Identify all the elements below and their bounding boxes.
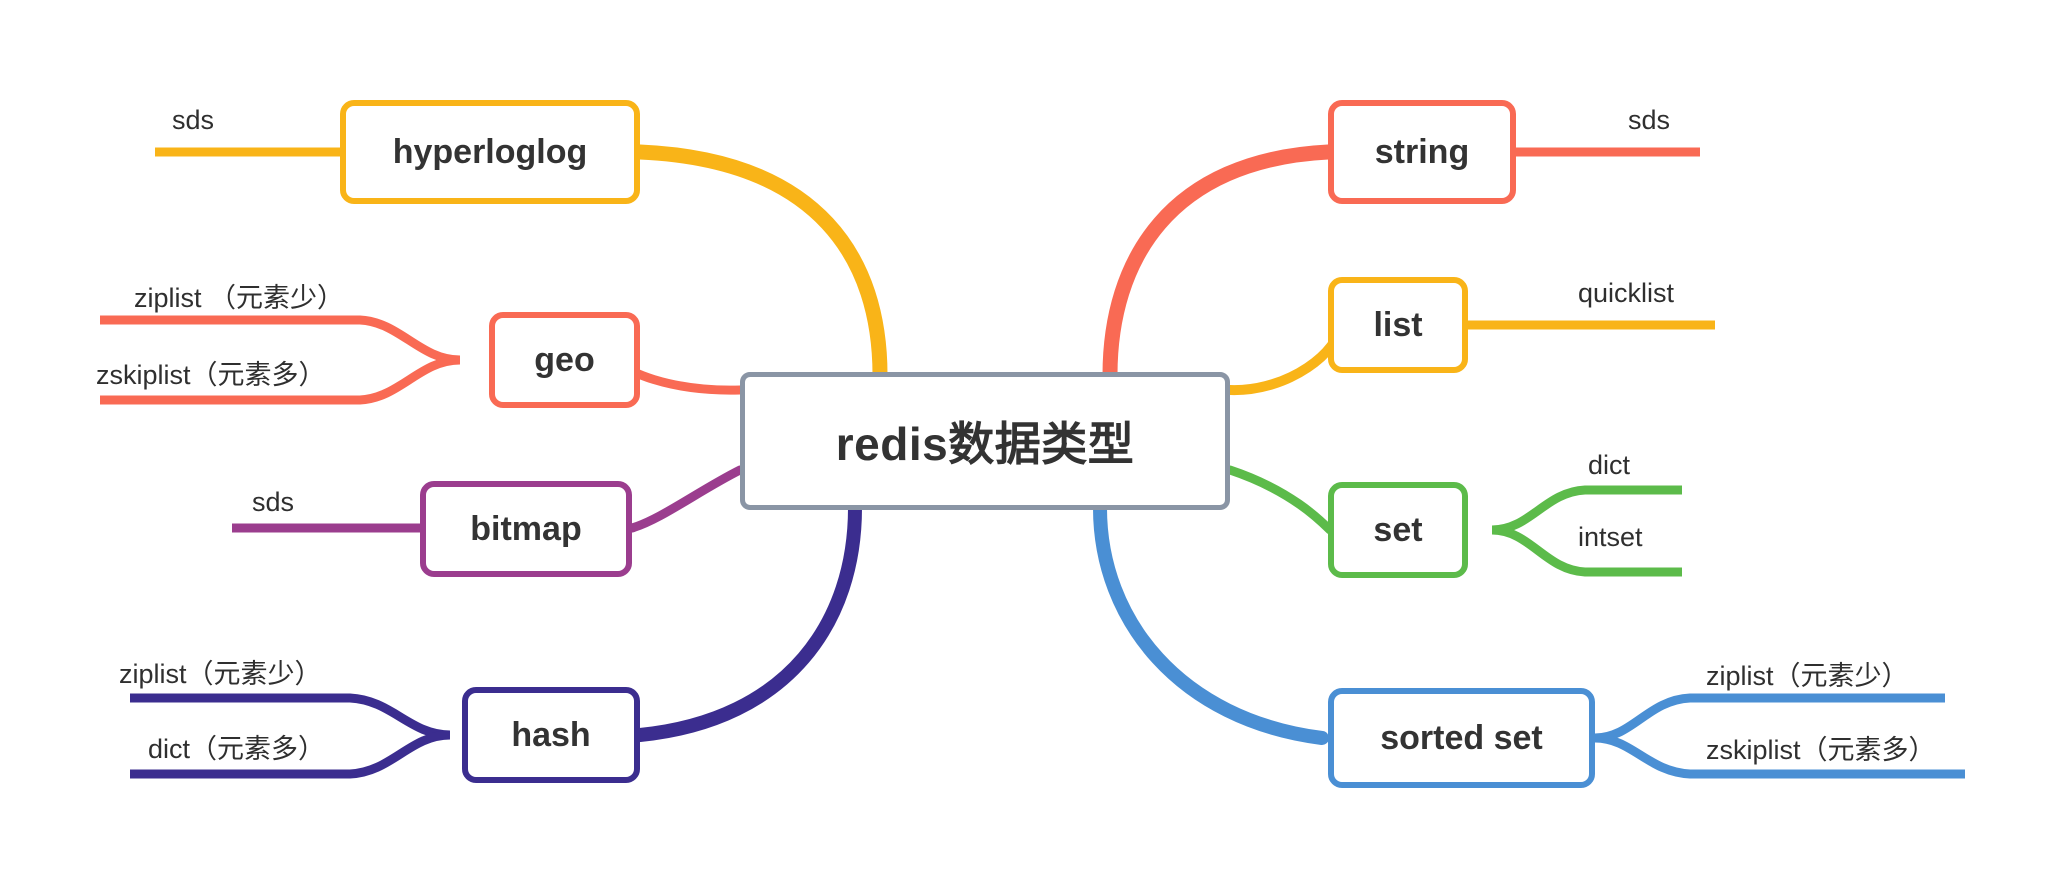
branch-node-sorted-set[interactable]: sorted set [1328, 688, 1595, 788]
branch-node-bitmap[interactable]: bitmap [420, 481, 632, 577]
link-root-bitmap [627, 465, 745, 533]
link-hash-fork-bottom [130, 730, 451, 779]
leaf-label-geo-ziplist: ziplist （元素少） [134, 283, 345, 313]
branch-label-string: string [1374, 132, 1470, 171]
branch-node-list[interactable]: list [1328, 277, 1468, 373]
link-geo-fork-bottom [100, 355, 461, 405]
link-root-list [1225, 320, 1345, 396]
branch-node-set[interactable]: set [1328, 482, 1468, 578]
link-root-sorted-set [1093, 501, 1329, 745]
root-node-label: redis数据类型 [835, 418, 1135, 470]
leaf-label-sortedset-ziplist: ziplist（元素少） [1706, 661, 1909, 691]
branch-label-set: set [1373, 510, 1423, 549]
link-root-string [1102, 144, 1336, 383]
leaf-label-sortedset-zskiplist: zskiplist（元素多） [1706, 735, 1936, 765]
branch-label-geo: geo [534, 340, 595, 379]
leaf-label-string-sds: sds [1628, 105, 1671, 135]
branch-node-string[interactable]: string [1328, 100, 1516, 204]
leaf-label-hash-dict: dict（元素多） [148, 734, 326, 764]
link-root-set [1225, 465, 1335, 535]
branch-label-bitmap: bitmap [470, 509, 582, 548]
leaf-label-hyperloglog-sds: sds [172, 105, 215, 135]
root-node[interactable]: redis数据类型 [740, 372, 1230, 510]
link-root-hash [633, 501, 862, 742]
leaf-label-bitmap-sds: sds [252, 487, 295, 517]
branch-label-hash: hash [511, 715, 591, 754]
leaf-label-geo-zskiplist: zskiplist（元素多） [96, 360, 326, 390]
branch-label-sorted-set: sorted set [1380, 718, 1543, 757]
branch-node-hash[interactable]: hash [462, 687, 640, 783]
link-sortedset-fork-bottom [1594, 733, 1965, 779]
branch-node-hyperloglog[interactable]: hyperloglog [340, 100, 640, 204]
link-set-fork-bottom [1491, 525, 1682, 577]
leaf-label-list-quicklist: quicklist [1578, 278, 1675, 308]
leaf-label-set-dict: dict [1588, 450, 1631, 480]
branch-label-list: list [1373, 305, 1423, 344]
leaf-label-set-intset: intset [1578, 522, 1643, 552]
link-root-hyperloglog [632, 144, 888, 383]
branch-node-geo[interactable]: geo [489, 312, 640, 408]
branch-label-hyperloglog: hyperloglog [392, 132, 588, 171]
leaf-label-hash-ziplist: ziplist（元素少） [119, 659, 322, 689]
